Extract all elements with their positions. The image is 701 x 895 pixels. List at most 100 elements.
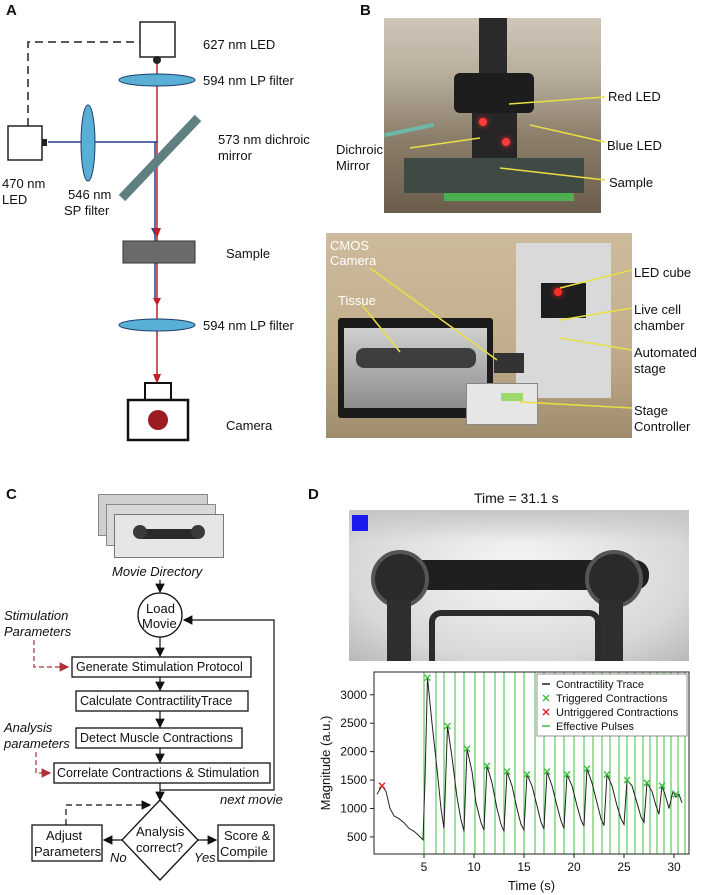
red-led-emitter [153,56,161,64]
red-led-label: 627 nm LED [203,37,276,52]
legend-label-trace: Contractility Trace [556,679,644,691]
correlate-box [53,762,271,784]
x-tick-label: 15 [517,860,531,874]
panel-c-label: C [6,486,17,503]
calculate-label: Calculate ContractilityTrace [80,694,233,708]
blue-led-label-2: LED [2,192,28,207]
x-tick-label: 30 [667,860,681,874]
contractility-trace-line [376,677,683,841]
triggered-marker [583,765,591,773]
panel-a-label: A [6,2,17,19]
live-cell-label-1: Live cell [634,302,681,317]
sp-filter-label-2: SP filter [64,203,110,218]
triggered-marker [643,779,651,787]
cmos-label-1: CMOS [330,238,369,253]
x-tick-label: 10 [467,860,481,874]
triggered-marker [463,745,471,753]
stim-params-label-2: Parameters [4,624,72,639]
camera-label: Camera [226,418,273,433]
triggered-marker [444,722,451,730]
system-overview-photo [326,233,632,438]
correlate-label: Correlate Contractions & Stimulation [57,766,260,780]
x-tick-label: 20 [567,860,581,874]
adjust-box [31,824,103,862]
triggered-marker [563,770,571,778]
next-movie-label: next movie [220,792,283,807]
movie-stack [98,494,228,564]
blue-led-photo-label: Blue LED [607,138,662,153]
triggered-marker [603,770,611,778]
question-label-2: correct? [136,840,183,855]
dichroic-label-2: mirror [218,148,252,163]
score-label-1: Score & [224,828,271,843]
y-tick-label: 3000 [340,688,367,702]
led-cube-label: LED cube [634,265,692,280]
question-label-1: Analysis [136,824,185,839]
camera-lens [148,410,168,430]
triggered-marker [658,782,666,790]
red-arrowhead-1 [153,228,161,238]
auto-stage-label-1: Automated [634,345,697,360]
lp-filter-bottom-label: 594 nm LP filter [203,318,294,333]
blue-led-label-1: 470 nm [2,176,46,191]
red-arrowhead-3 [153,374,161,384]
triggered-marker [523,770,531,778]
y-tick-label: 2500 [340,716,367,730]
y-axis-label: Magnitude (a.u.) [318,716,333,811]
dichroic-label-1: 573 nm dichroic [218,132,310,147]
calculate-box [75,690,249,712]
triggered-marker [623,776,631,784]
panel-a-optics-diagram [7,21,202,442]
time-label: Time = 31.1 s [474,490,559,506]
yes-label: Yes [194,850,216,865]
lp-filter-top-label: 594 nm LP filter [203,73,294,88]
sample-label: Sample [226,246,271,261]
dichroic-mirror [118,114,202,202]
sample-slab [122,240,196,264]
untriggered-marker [378,782,386,790]
sp-filter-label-1: 546 nm [68,187,112,202]
y-tick-label: 1000 [340,802,367,816]
microscope-setup-photo [384,18,601,213]
no-label: No [110,850,127,865]
y-tick-label: 1500 [340,773,367,787]
adjust-label-1: Adjust [46,828,83,843]
blue-led-emitter [42,139,47,146]
sp-filter [80,104,96,182]
adjust-label-2: Parameters [34,844,102,859]
lp-filter-bottom [118,318,196,332]
panel-b-bottom-pointer-lines [361,267,633,409]
analysis-params-label-2: parameters [4,736,70,751]
triggered-marker [672,790,680,798]
detect-label: Detect Muscle Contractions [80,731,233,745]
generate-box [71,656,252,678]
sample-photo-label: Sample [609,175,654,190]
score-label-2: Compile [220,844,268,859]
stage-ctrl-label-1: Stage [634,403,668,418]
x-tick-label: 25 [617,860,631,874]
legend-swatch [542,694,550,702]
triggered-marker [503,768,511,776]
x-axis-label: Time (s) [508,878,555,893]
legend-box [536,673,688,737]
dichroic-photo-label-1: Dichroic [336,142,383,157]
plot-frame [373,671,690,855]
panel-d-label: D [308,486,319,503]
auto-stage-label-2: stage [634,361,666,376]
stage-ctrl-label-2: Controller [634,419,691,434]
panel-b-label: B [360,2,371,19]
movie-directory-label: Movie Directory [112,564,203,579]
dichroic-photo-label-2: Mirror [336,158,370,173]
stim-params-label-1: Stimulation [4,608,69,623]
y-tick-label: 500 [347,830,367,844]
generate-label: Generate Stimulation Protocol [76,660,243,674]
red-arrowhead-2 [153,298,161,306]
score-box [217,824,275,862]
lp-filter-top [118,73,196,87]
legend-label-untriggered: Untriggered Contractions [556,707,679,719]
tissue-image [349,510,689,661]
tissue-label: Tissue [338,293,376,308]
stimulation-indicator [352,515,368,531]
legend-label-triggered: Triggered Contractions [556,693,668,705]
